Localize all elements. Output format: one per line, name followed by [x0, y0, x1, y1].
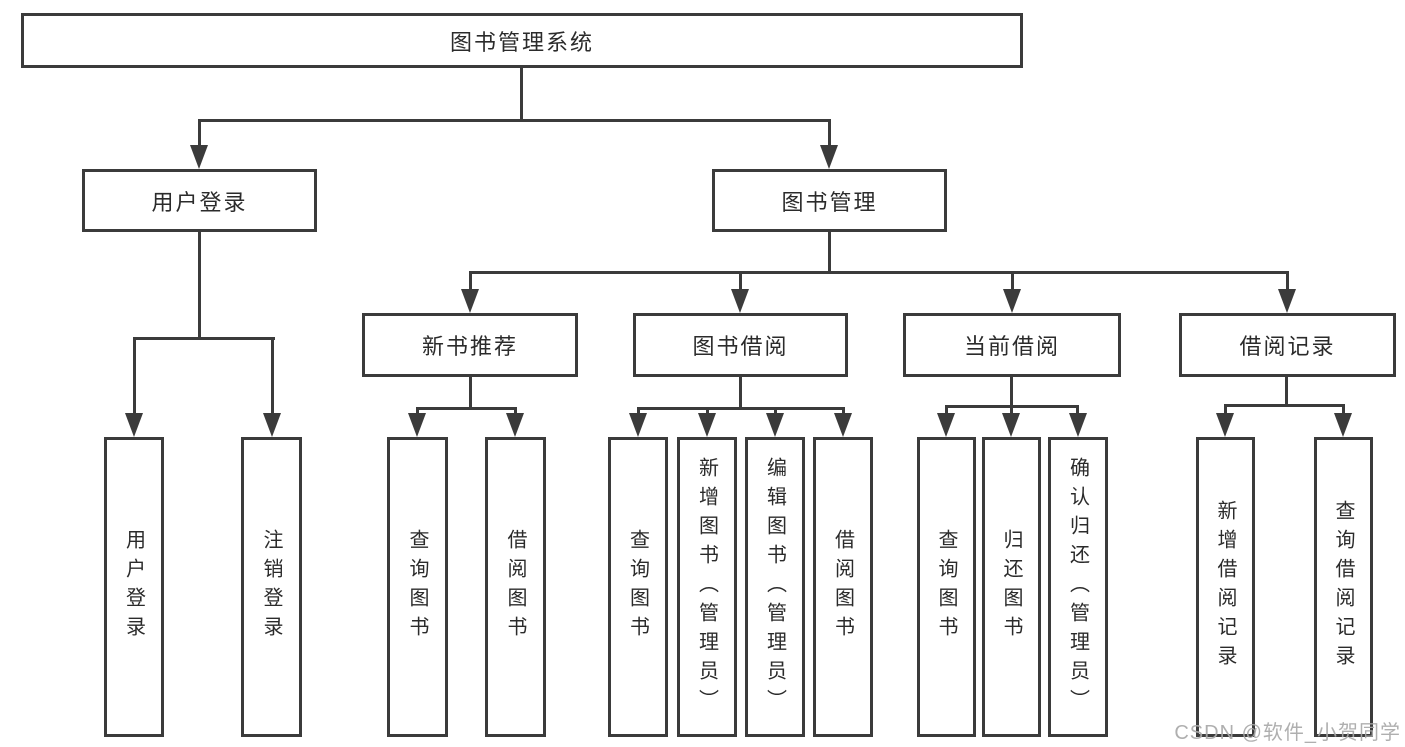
arrow-down-icon	[125, 413, 143, 437]
connector-recommend-drop	[469, 377, 472, 407]
arrow-down-icon	[1069, 413, 1087, 437]
node-user-login-leaf: 用户登录	[104, 437, 164, 737]
connector-stem-recommend	[469, 271, 472, 289]
connector-user-login-branch	[133, 337, 275, 340]
node-book-borrowing: 图书借阅	[633, 313, 848, 377]
connector-stem-leaf	[637, 407, 640, 413]
connector-stem-book-management	[828, 119, 831, 145]
connector-borrowing-branch	[637, 407, 845, 410]
node-confirm-return-admin: 确认归还（管理员）	[1048, 437, 1108, 737]
csdn-watermark: CSDN @软件_小贺同学	[1174, 722, 1401, 744]
arrow-down-icon	[820, 145, 838, 169]
connector-stem-leaf	[1224, 404, 1227, 413]
connector-stem-user-login	[198, 119, 201, 145]
node-query-books-borrowing: 查询图书	[608, 437, 668, 737]
connector-recommend-branch	[416, 407, 517, 410]
connector-stem-logout-leaf	[271, 337, 274, 413]
arrow-down-icon	[190, 145, 208, 169]
node-borrowing-records: 借阅记录	[1179, 313, 1396, 377]
arrow-down-icon	[1002, 413, 1020, 437]
node-new-book-recommendation: 新书推荐	[362, 313, 578, 377]
connector-stem-leaf	[1010, 405, 1013, 413]
arrow-down-icon	[629, 413, 647, 437]
connector-user-login-drop	[198, 232, 201, 337]
arrow-down-icon	[766, 413, 784, 437]
node-borrow-books-leaf: 借阅图书	[813, 437, 873, 737]
connector-stem-login-leaf	[133, 337, 136, 413]
connector-borrowing-drop	[739, 377, 742, 407]
connector-stem-leaf	[416, 407, 419, 413]
node-add-book-admin: 新增图书（管理员）	[677, 437, 737, 737]
arrow-down-icon	[408, 413, 426, 437]
arrow-down-icon	[937, 413, 955, 437]
connector-records-drop	[1285, 377, 1288, 404]
connector-stem-leaf	[1342, 404, 1345, 413]
connector-stem-records	[1286, 271, 1289, 289]
node-user-login: 用户登录	[82, 169, 317, 232]
connector-stem-current	[1011, 271, 1014, 289]
connector-stem-leaf	[514, 407, 517, 413]
arrow-down-icon	[506, 413, 524, 437]
node-query-books-current: 查询图书	[917, 437, 976, 737]
node-borrow-books-recommend: 借阅图书	[485, 437, 546, 737]
arrow-down-icon	[1278, 289, 1296, 313]
connector-current-drop	[1010, 377, 1013, 405]
arrow-down-icon	[1334, 413, 1352, 437]
arrow-down-icon	[698, 413, 716, 437]
arrow-down-icon	[1003, 289, 1021, 313]
node-query-books-recommend: 查询图书	[387, 437, 448, 737]
node-query-borrow-record: 查询借阅记录	[1314, 437, 1373, 737]
connector-records-branch	[1224, 404, 1345, 407]
connector-stem-leaf	[774, 407, 777, 413]
node-edit-book-admin: 编辑图书（管理员）	[745, 437, 805, 737]
connector-stem-leaf	[706, 407, 709, 413]
node-library-management-system: 图书管理系统	[21, 13, 1023, 68]
connector-stem-borrowing	[739, 271, 742, 289]
arrow-down-icon	[834, 413, 852, 437]
arrow-down-icon	[263, 413, 281, 437]
connector-stem-leaf	[945, 405, 948, 413]
node-book-management: 图书管理	[712, 169, 947, 232]
arrow-down-icon	[731, 289, 749, 313]
arrow-down-icon	[1216, 413, 1234, 437]
arrow-down-icon	[461, 289, 479, 313]
node-logout-leaf: 注销登录	[241, 437, 302, 737]
connector-stem-leaf	[842, 407, 845, 413]
connector-book-mgmt-drop	[828, 232, 831, 271]
connector-book-mgmt-branch	[469, 271, 1289, 274]
node-return-books: 归还图书	[982, 437, 1041, 737]
connector-root-drop	[520, 68, 523, 119]
connector-root-branch	[198, 119, 831, 122]
node-current-borrowing: 当前借阅	[903, 313, 1121, 377]
connector-stem-leaf	[1076, 405, 1079, 413]
node-add-borrow-record: 新增借阅记录	[1196, 437, 1255, 737]
